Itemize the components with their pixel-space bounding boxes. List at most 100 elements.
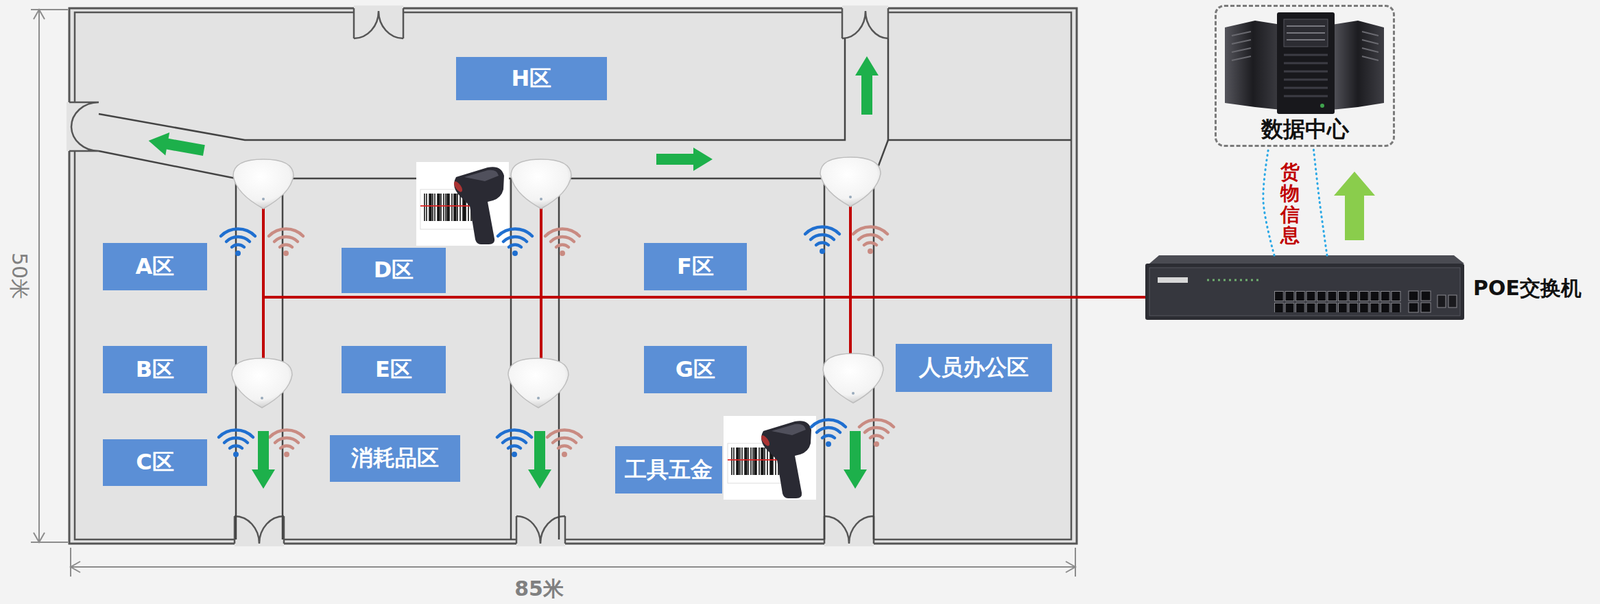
node-label: D区	[373, 257, 415, 282]
zone-box: 工具五金	[615, 445, 723, 494]
poe-switch-device	[1207, 279, 1262, 282]
wifi-symbol	[268, 228, 304, 256]
flow-arrow	[251, 430, 276, 489]
wifi-symbol	[269, 429, 304, 457]
zone-box: H区	[456, 56, 607, 101]
barcode-scanner	[723, 415, 817, 500]
server-rack	[1224, 12, 1384, 114]
poe-switch-device	[1145, 263, 1465, 320]
door-symbol	[234, 515, 284, 544]
poe-switch: POE交换机	[1145, 255, 1582, 321]
server-rack	[1286, 26, 1325, 40]
flow-arrow	[146, 128, 207, 162]
node-label: C区	[135, 449, 174, 474]
access-point	[510, 159, 572, 209]
access-point	[508, 357, 569, 408]
zone-box: 人员办公区	[895, 343, 1053, 392]
wifi-symbol	[805, 226, 840, 254]
upload-arrow	[1333, 171, 1376, 241]
server-rack	[1224, 20, 1282, 110]
access-point	[231, 357, 293, 408]
network-cable	[263, 205, 1147, 364]
node-label: B区	[135, 357, 175, 382]
network-cable	[263, 205, 1147, 364]
poe-switch-device	[1157, 277, 1188, 283]
dimension-line	[30, 9, 68, 542]
poe-switch-device	[1408, 290, 1419, 301]
node-label: G区	[675, 357, 716, 382]
wifi-symbol	[218, 226, 894, 457]
building-outline	[69, 8, 1077, 544]
door-symbol	[824, 515, 874, 544]
wifi-symbol	[547, 429, 582, 457]
zone-box: A区	[102, 242, 208, 291]
flow-arrow	[146, 56, 879, 489]
dimension-line	[70, 547, 1076, 577]
building-outline	[69, 8, 1077, 544]
wifi-symbol	[497, 228, 533, 256]
wifi-symbol	[497, 429, 532, 457]
flow-arrow	[855, 56, 879, 115]
barcode-scanner	[416, 161, 509, 246]
zone-box: D区	[341, 247, 446, 293]
access-point	[820, 157, 881, 207]
poe-switch-device	[1437, 294, 1446, 308]
node-label: E区	[375, 357, 413, 382]
poe-switch-device	[1448, 294, 1457, 308]
wifi-symbol	[811, 419, 846, 447]
node-label: H区	[511, 66, 553, 91]
barcode-scanner	[416, 161, 817, 500]
upload-arrow	[1333, 171, 1376, 241]
flow-arrow	[146, 128, 207, 162]
door-symbol	[516, 515, 566, 544]
zone-box: E区	[341, 345, 446, 393]
server-rack	[1231, 31, 1251, 61]
poe-switch-device	[1274, 290, 1402, 313]
server-rack	[1283, 54, 1328, 97]
wifi-symbol	[859, 419, 894, 447]
interior-wall	[235, 178, 874, 540]
poe-switch-device	[1421, 302, 1431, 313]
poe-switch-device	[1149, 255, 1465, 264]
edge-label: 货物信息	[1280, 161, 1300, 247]
door-symbol	[353, 8, 404, 39]
access-point	[231, 157, 884, 408]
poe-switch-device	[1145, 255, 1465, 320]
door-symbol	[842, 8, 889, 39]
flow-arrow	[528, 430, 552, 489]
zone-box: F区	[643, 242, 747, 291]
building-outline	[74, 12, 1072, 540]
poe-switch-device	[1421, 290, 1431, 301]
wifi-symbol	[853, 226, 888, 254]
interior-wall	[888, 38, 1072, 140]
node-label: POE交换机	[1473, 274, 1582, 303]
server-rack	[1331, 20, 1384, 110]
node-label: 数据中心	[1261, 116, 1349, 142]
flow-arrow	[843, 430, 867, 489]
server-rack	[1362, 31, 1379, 61]
server-rack	[1276, 12, 1335, 114]
poe-switch-device	[1408, 302, 1419, 313]
node-label: 消耗品区	[351, 445, 439, 470]
node-label: F区	[676, 254, 714, 279]
door-symbol	[66, 5, 889, 546]
dimension-label: 50米	[8, 252, 30, 300]
server-rack	[1320, 103, 1325, 108]
dimension-label: 85米	[514, 578, 564, 599]
wifi-symbol	[218, 429, 254, 457]
node-label: 人员办公区	[918, 355, 1029, 380]
wifi-symbol	[220, 228, 256, 256]
zone-box: C区	[102, 438, 208, 486]
data-link	[1263, 146, 1275, 256]
flow-arrow	[656, 147, 713, 171]
data-link	[1313, 146, 1328, 256]
zone-box: 消耗品区	[329, 434, 461, 482]
zone-box: B区	[102, 345, 208, 393]
access-point	[233, 159, 294, 209]
server-rack	[1283, 19, 1328, 47]
dimension-line	[30, 9, 1076, 577]
zone-box: G区	[643, 345, 747, 393]
access-point	[822, 353, 884, 403]
